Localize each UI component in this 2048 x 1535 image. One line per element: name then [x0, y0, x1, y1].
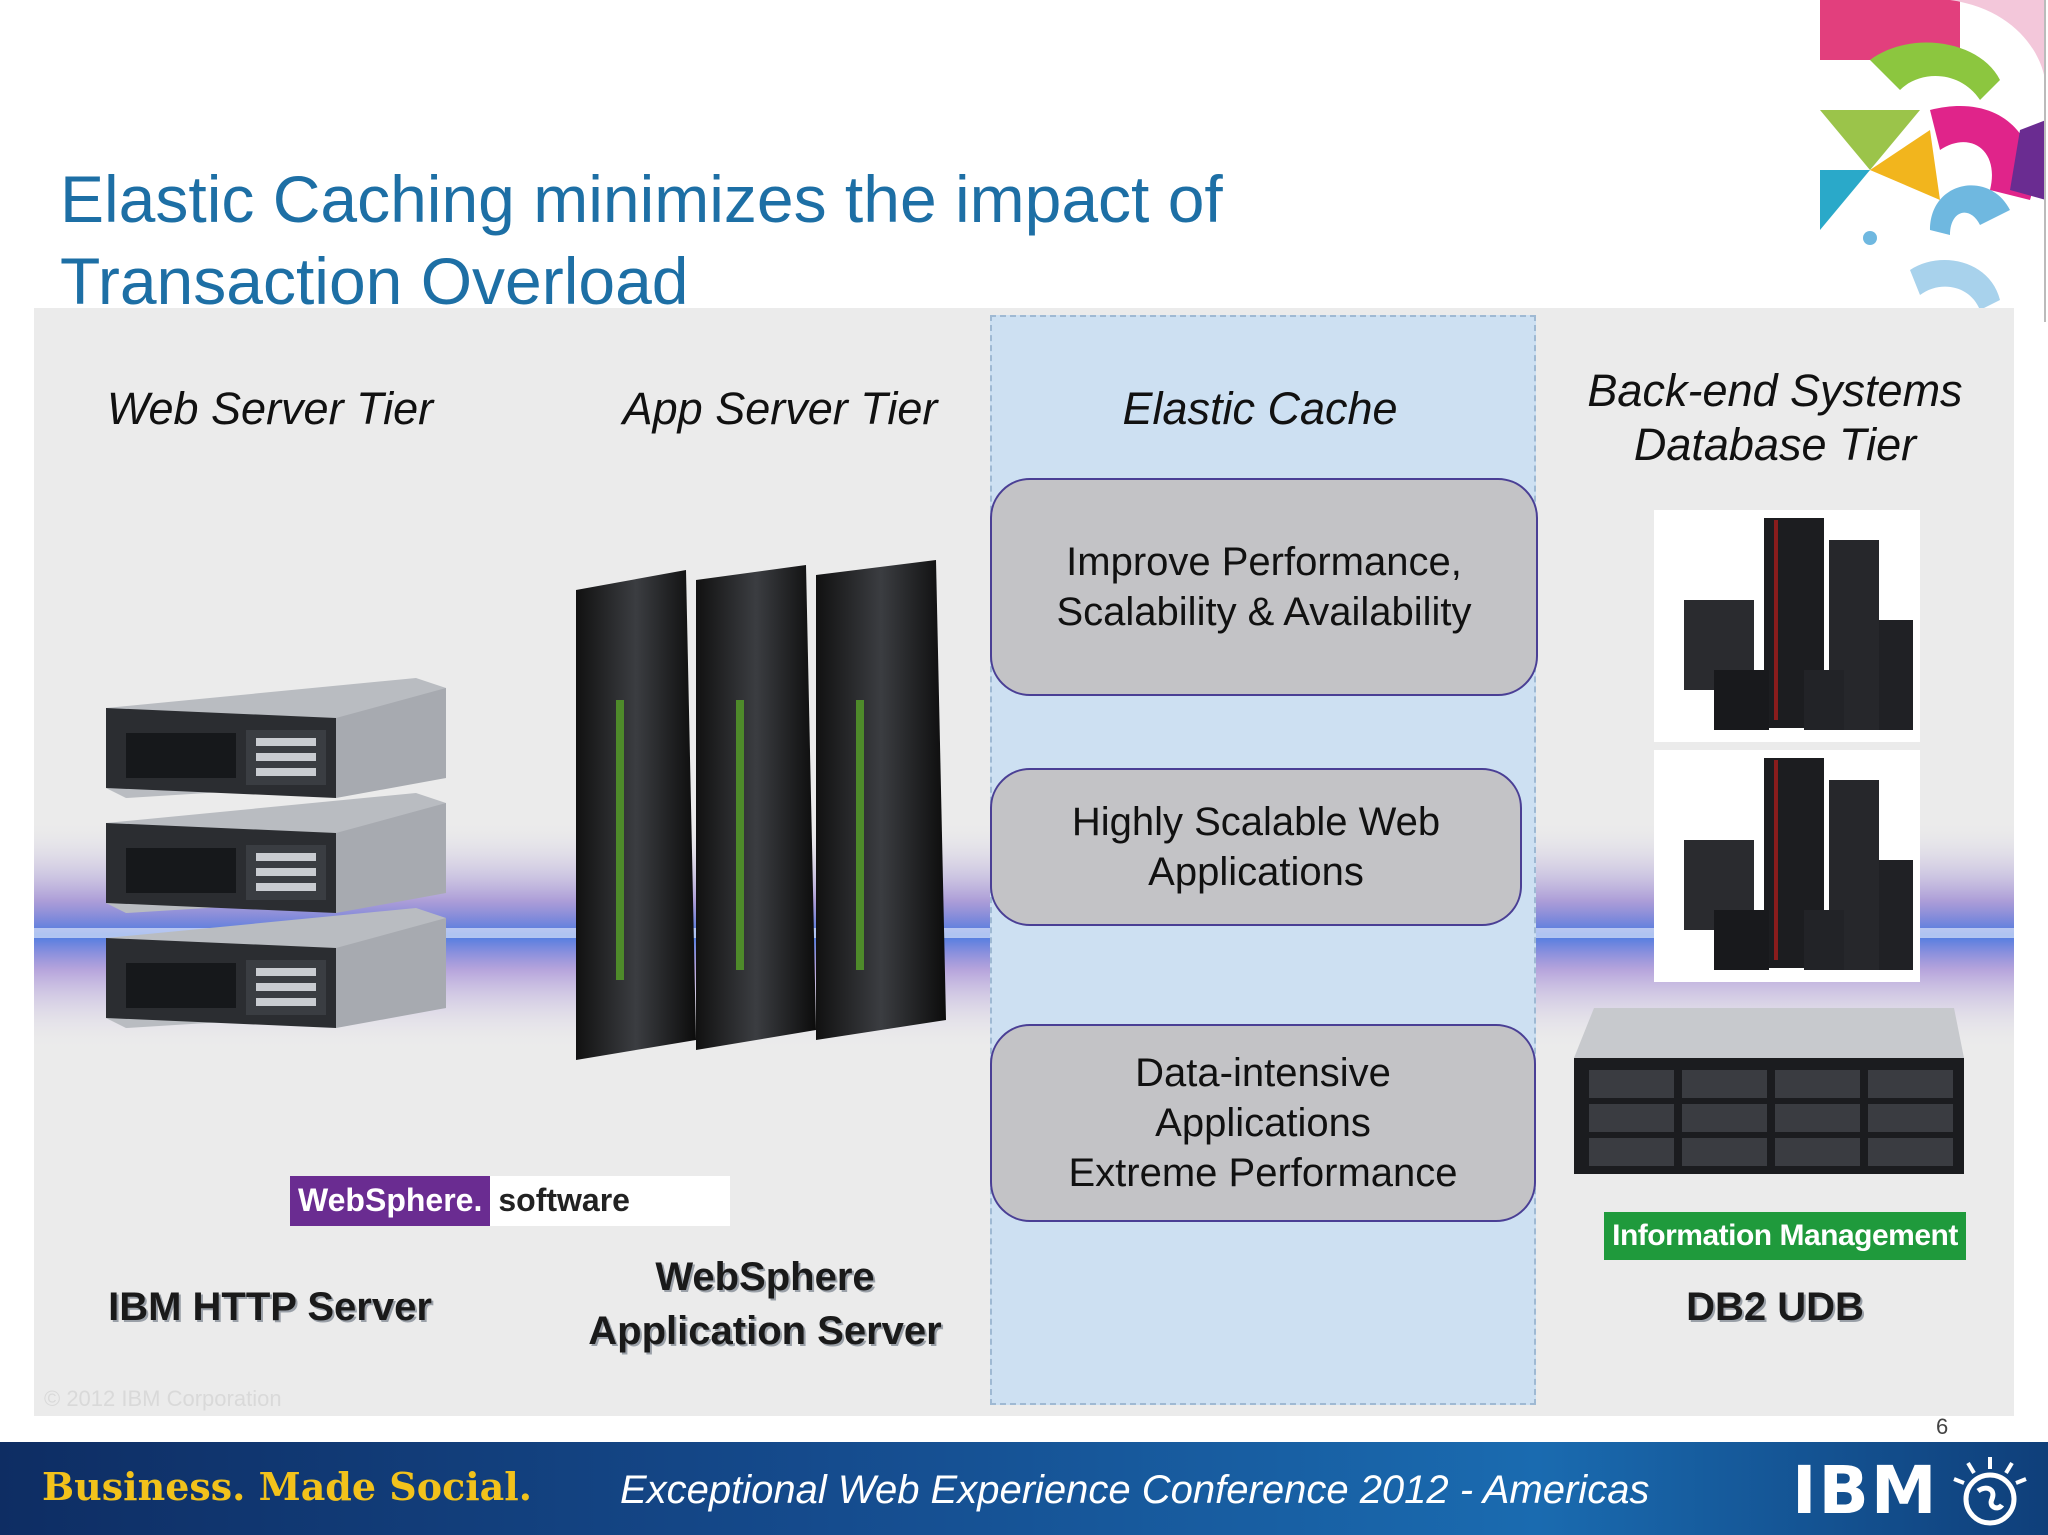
cache-benefit-box-3: Data-intensive Applications Extreme Perf… — [990, 1024, 1536, 1222]
copyright-text: © 2012 IBM Corporation — [44, 1386, 282, 1411]
websphere-software-badge: WebSphere. software — [290, 1176, 730, 1226]
cache-benefit-text-2: Highly Scalable Web Applications — [1071, 800, 1441, 894]
tier-heading-web: Web Server Tier — [106, 383, 434, 434]
footer-bar — [0, 1442, 2048, 1535]
information-management-label: Information Management — [1612, 1219, 1958, 1252]
footer-conference-title: Exceptional Web Experience Conference 20… — [620, 1468, 1650, 1512]
ibm-logo: IBM — [1792, 1452, 1939, 1529]
db-server-icon — [1654, 750, 1920, 982]
colorful-logo-art — [1810, 0, 2046, 322]
tier-heading-app: App Server Tier — [622, 383, 938, 434]
product-label-web: IBM HTTP Server — [108, 1285, 432, 1329]
cache-benefit-text-3: Data-intensive Applications Extreme Perf… — [1068, 1051, 1458, 1195]
page-title: Elastic Caching minimizes the impact of … — [60, 162, 1223, 318]
footer-tagline: Business. Made Social. — [42, 1464, 532, 1509]
cache-benefit-text-1: Improve Performance, Scalability & Avail… — [1056, 540, 1472, 634]
globe-icon — [1953, 1457, 2027, 1526]
product-label-app: WebSphere Application Server — [588, 1255, 942, 1353]
db-server-icon — [1654, 510, 1920, 742]
software-badge-label: software — [490, 1176, 730, 1226]
information-management-badge: Information Management — [1604, 1212, 1966, 1260]
cache-benefit-box-1: Improve Performance, Scalability & Avail… — [990, 478, 1538, 696]
websphere-badge-label: WebSphere. — [290, 1176, 491, 1226]
product-label-db: DB2 UDB — [1686, 1285, 1864, 1329]
tier-heading-backend: Back-end Systems Database Tier — [1587, 365, 1963, 470]
cache-benefit-box-2: Highly Scalable Web Applications — [990, 768, 1522, 926]
tower-server-icon — [576, 560, 946, 1060]
page-number: 6 — [1936, 1414, 1949, 1439]
rack-server-icon — [106, 678, 446, 1028]
storage-array-icon — [1574, 1008, 1964, 1174]
tier-heading-cache: Elastic Cache — [1122, 383, 1398, 434]
